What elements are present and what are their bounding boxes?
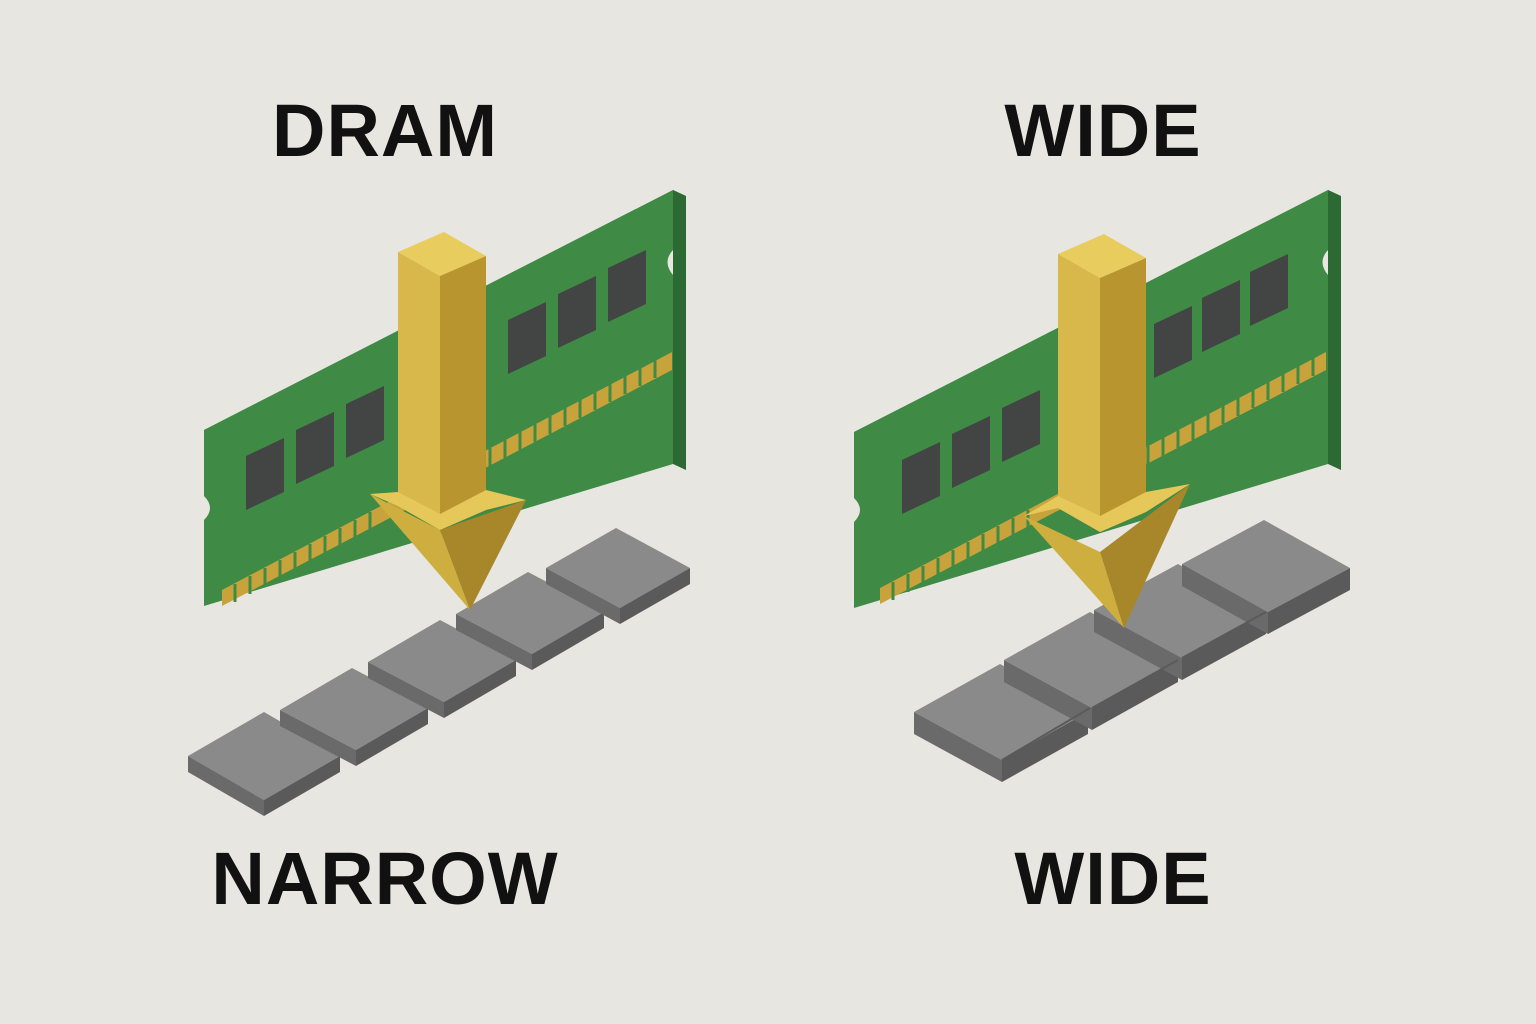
wide-scene [854,190,1350,782]
memory-tile-icon [914,520,1350,782]
memory-tile-icon [188,528,690,816]
narrow-panel: DRAM [188,89,690,920]
ram-chips [902,254,1288,514]
tile-5 [546,528,690,624]
dram-title: DRAM [272,89,498,172]
narrow-scene [188,190,690,816]
down-arrow-icon [1024,234,1190,628]
wide-panel: WIDE [768,0,1536,1024]
tile-4 [456,572,604,670]
wide-title: WIDE [1004,89,1202,172]
tile-4 [1182,520,1350,634]
tile-3 [368,620,516,718]
ram-chips [246,250,646,510]
wide-label: WIDE [1014,837,1212,920]
down-arrow-icon [370,232,526,610]
narrow-label: NARROW [211,837,559,920]
tile-2 [280,668,428,766]
